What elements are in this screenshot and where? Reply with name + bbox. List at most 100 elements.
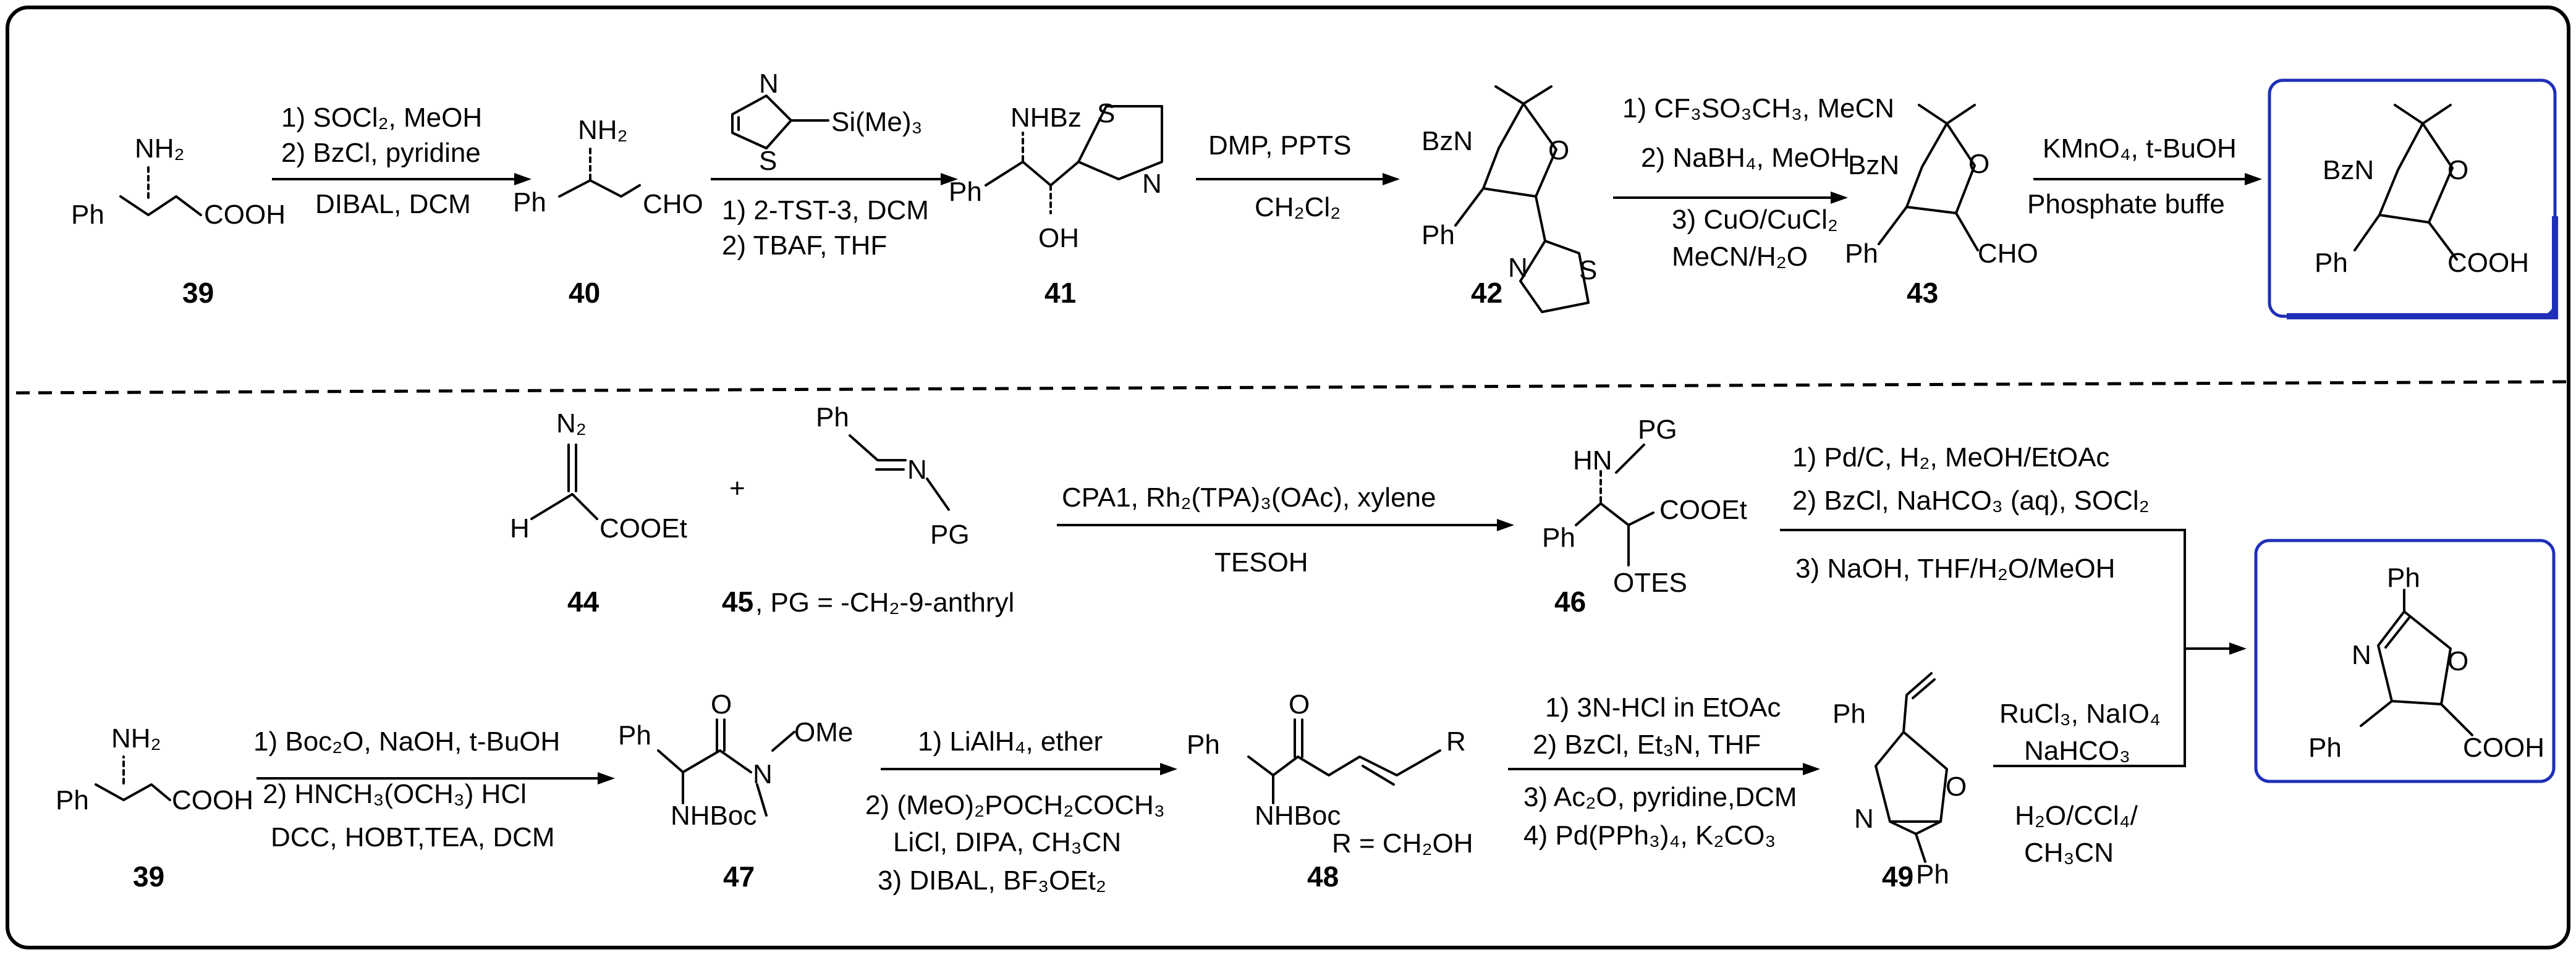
c45-note: , PG = -CH₂-9-anthryl [755,587,1014,618]
c43-cho: CHO [1978,238,2038,269]
c40-cho: CHO [643,189,703,219]
step-9: 1) LiAlH₄, ether 2) (MeO)₂POCH₂COCH₃ LiC… [865,726,1177,896]
s10-line4: 4) Pd(PPh₃)₄, K₂CO₃ [1523,820,1776,851]
c43-bzn: BzN [1848,150,1899,180]
c42-n: N [1508,253,1528,283]
step-11: RuCl₃, NaIO₄ NaHCO₃ H₂O/CCl₄/ CH₃CN [1999,699,2161,868]
compound-41: NHBz Ph OH S N 41 [949,98,1163,309]
c47-o: O [711,689,732,720]
c39-nh2: NH₂ [135,133,185,164]
c48-label: 48 [1307,860,1339,893]
compound-42: BzN O Ph N S 42 [1421,85,1597,313]
c39b-ph: Ph [56,785,89,815]
compound-43: BzN O Ph CHO 43 [1845,104,2038,309]
step-10: 1) 3N-HCl in EtOAc 2) BzCl, Et₃N, THF 3)… [1508,692,1820,851]
c48-nhboc: NHBoc [1255,801,1341,831]
compound-40: NH₂ Ph CHO 40 [513,115,703,309]
compound-44: N₂ H COOEt 44 [510,408,687,618]
c49-ph2: Ph [1916,859,1949,890]
c42-ph: Ph [1421,220,1455,250]
c41-ph: Ph [949,177,982,207]
c46-hn: HN [1573,445,1612,476]
compound-39-top: NH₂ Ph COOH 39 [71,133,286,309]
c41-s: S [1097,98,1115,128]
top-prod-cooh: COOH [2447,248,2529,278]
c47-label: 47 [723,860,755,893]
s3-line2: CH₂Cl₂ [1255,192,1341,222]
compound-49: Ph N O Ph 49 [1832,672,1967,893]
c42-o: O [1548,135,1569,166]
c41-oh: OH [1038,223,1079,253]
compound-45: Ph N PG 45 , PG = -CH₂-9-anthryl [722,402,1014,618]
c43-o: O [1968,149,1989,179]
c45-ph: Ph [816,402,849,432]
step-3: DMP, PPTS CH₂Cl₂ [1196,130,1400,222]
c45-pg: PG [930,520,970,550]
c49-n: N [1854,804,1874,834]
s7-line1: 1) Pd/C, H₂, MeOH/EtOAc [1792,442,2109,473]
step-6: CPA1, Rh₂(TPA)₃(OAc), xylene TESOH [1057,482,1514,578]
c45-n: N [907,455,927,485]
compound-47: Ph O N OMe NHBoc 47 [618,689,853,893]
c44-cooet: COOEt [600,513,687,544]
c42-label: 42 [1471,277,1502,309]
s11-line1: RuCl₃, NaIO₄ [1999,699,2161,729]
bottom-product-box: Ph N O Ph COOH [2254,539,2556,783]
c39-ph: Ph [71,200,104,230]
top-prod-bzn: BzN [2323,155,2374,185]
s5-line1: KMnO₄, t-BuOH [2043,133,2237,164]
c48-r: R [1446,726,1466,757]
s4-line3: 3) CuO/CuCl₂ [1672,204,1838,235]
plus-sign: + [729,473,745,503]
c44-n2: N₂ [556,408,587,439]
c39-cooh: COOH [204,200,286,230]
s4-line1: 1) CF₃SO₃CH₃, MeCN [1622,93,1894,124]
step-8: 1) Boc₂O, NaOH, t-BuOH 2) HNCH₃(OCH₃) HC… [253,726,615,852]
bot-prod-cooh: COOH [2463,733,2544,763]
s9-line2: 2) (MeO)₂POCH₂COCH₃ [865,790,1165,820]
s6-line2: TESOH [1214,547,1308,578]
c46-pg: PG [1638,414,1677,445]
c49-label: 49 [1882,860,1913,893]
s6-line1: CPA1, Rh₂(TPA)₃(OAc), xylene [1062,482,1436,513]
c41-nhbz: NHBz [1010,103,1082,133]
s7-line3: 3) NaOH, THF/H₂O/MeOH [1795,553,2115,584]
reagent-2-tst: N S Si(Me)₃ [731,69,922,176]
compound-39-bottom: NH₂ Ph COOH 39 [56,723,253,893]
s8-line3: DCC, HOBT,TEA, DCM [271,822,555,852]
s2-line2: 2) TBAF, THF [722,230,887,261]
step-2: 1) 2-TST-3, DCM 2) TBAF, THF [711,173,958,261]
c41-label: 41 [1044,277,1076,309]
c46-label: 46 [1554,586,1586,618]
c46-cooet: COOEt [1659,495,1747,525]
c39b-label: 39 [133,860,164,893]
s4-line2: 2) NaBH₄, MeOH [1641,143,1850,173]
section-divider [15,380,2567,395]
c39b-cooh: COOH [172,785,253,815]
s1-line3: DIBAL, DCM [315,189,471,219]
s11-line4: CH₃CN [2024,838,2114,868]
s10-line2: 2) BzCl, Et₃N, THF [1533,730,1761,760]
c44-h: H [510,513,530,544]
c47-ph: Ph [618,720,651,751]
c39-label: 39 [182,277,214,309]
top-prod-o: O [2447,155,2468,185]
c46-otes: OTES [1613,568,1687,598]
tst-s: S [759,146,777,176]
c42-s: S [1579,255,1597,285]
compound-46: HN PG Ph COOEt OTES 46 [1542,414,1747,618]
c48-rdef: R = CH₂OH [1332,828,1473,859]
bot-prod-n: N [2352,640,2371,670]
c39b-nh2: NH₂ [111,723,161,754]
c47-n: N [753,759,773,789]
top-product-box: BzN O Ph COOH [2268,78,2558,319]
step-5: KMnO₄, t-BuOH Phosphate buffe [2027,133,2262,219]
s10-line3: 3) Ac₂O, pyridine,DCM [1523,782,1797,812]
c47-nhboc: NHBoc [671,801,756,831]
c40-nh2: NH₂ [578,115,628,145]
s5-line2: Phosphate buffe [2027,189,2225,219]
s2-line1: 1) 2-TST-3, DCM [722,195,929,225]
c48-ph: Ph [1187,730,1220,760]
s4-line4: MeCN/H₂O [1672,242,1808,272]
c44-label: 44 [567,586,600,618]
